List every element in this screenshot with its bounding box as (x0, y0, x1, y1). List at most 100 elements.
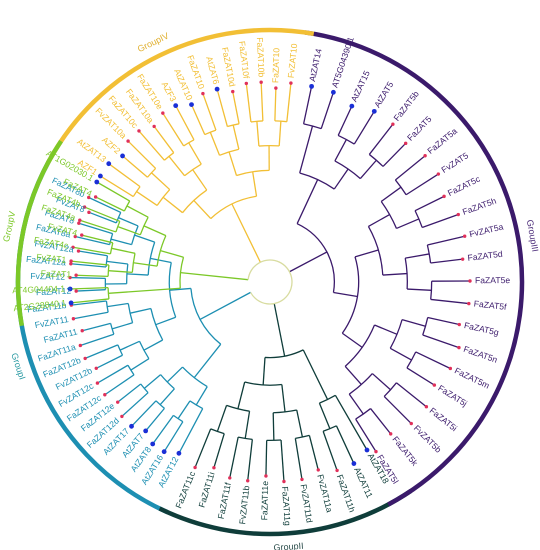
branch (162, 112, 185, 147)
leaf-marker (467, 301, 471, 306)
branch (353, 111, 375, 145)
branch (106, 260, 128, 265)
clade-arc (150, 308, 164, 341)
clade-arc (367, 226, 384, 276)
leaf-label-fazat11f: FaZAT11f (216, 481, 233, 520)
leaf-label-fvzat12: FvZAT12 (30, 271, 65, 282)
leaf-label-fazat11g: FaZAT11g (280, 486, 293, 526)
branch (126, 205, 149, 218)
branch (368, 123, 394, 155)
leaf-label-fazat10b: FaZAT10b (255, 37, 267, 78)
leaf-marker (424, 405, 429, 409)
branch (107, 302, 129, 308)
leaf-label-fazat10: FaZAT10 (270, 48, 281, 84)
leaf-marker (69, 262, 73, 266)
leaf-label-fazat5e: FaZAT5e (475, 275, 510, 285)
branch (80, 333, 115, 347)
branch (159, 388, 175, 406)
branch (79, 219, 117, 233)
branch (389, 347, 412, 361)
clade-arc (184, 163, 202, 177)
branch (229, 437, 239, 479)
clade-arc (173, 414, 184, 423)
leaf-label-fvzat11: FvZAT11 (34, 314, 70, 330)
clade-arc (299, 172, 335, 190)
leaf-marker (80, 233, 84, 237)
branch (88, 211, 117, 224)
branch (371, 373, 391, 391)
branch (244, 411, 251, 439)
leaf-marker (468, 279, 472, 283)
clade-arc (422, 317, 429, 336)
branch (195, 386, 208, 406)
branch (160, 249, 184, 258)
clade-arc (127, 364, 135, 376)
branch (430, 258, 463, 264)
clade-arc (117, 344, 124, 356)
branch (368, 213, 390, 228)
branch (108, 270, 133, 274)
branch (422, 334, 460, 349)
leaf-marker (150, 441, 156, 447)
branch (111, 322, 133, 330)
branch (190, 104, 206, 135)
leaf-label-atzat15: AtZAT15 (349, 69, 372, 104)
branch (163, 421, 184, 453)
branch (272, 412, 275, 441)
branch (95, 196, 125, 212)
branch (344, 365, 362, 385)
leaf-label-atzat5: AtZAT5 (372, 80, 396, 110)
branch (286, 83, 292, 122)
leaf-label-at5g04390-1: AT5G04390.1 (330, 35, 356, 89)
branch (130, 358, 150, 371)
clade-arc (406, 351, 417, 369)
branch (421, 213, 459, 229)
leaf-label-fazat5: FaZAT5 (405, 114, 434, 143)
leaf-marker (93, 195, 98, 199)
branch (78, 250, 108, 257)
leaf-label-atzat14: AtZAT14 (307, 48, 324, 83)
branch (143, 374, 162, 389)
branch (155, 316, 176, 326)
leaf-label-atzat11: AtZAT11 (352, 466, 375, 500)
branch (260, 82, 264, 121)
group-label-groupv: GroupV (1, 210, 17, 242)
clade-arc (127, 303, 134, 323)
leaf-label-fvzat5: FvZAT5 (439, 150, 470, 175)
leaf-marker (69, 259, 73, 263)
branch (262, 357, 266, 386)
clade-arc (368, 153, 384, 167)
leaf-marker (74, 289, 78, 293)
branch (216, 405, 228, 432)
branch (333, 291, 358, 298)
branch (414, 195, 445, 212)
leaf-marker (78, 218, 82, 222)
branch (294, 438, 303, 480)
leaf-marker (126, 139, 130, 143)
group-arcs (15, 27, 525, 537)
branch (308, 435, 319, 471)
branch (382, 142, 407, 167)
branch (213, 433, 225, 468)
branch (177, 400, 191, 419)
branch (100, 175, 134, 198)
branch (131, 400, 157, 427)
clade-arc (341, 256, 360, 334)
tree-branches (70, 82, 471, 482)
leaf-marker (129, 423, 134, 429)
leaf-marker (374, 449, 378, 454)
branch (228, 151, 238, 176)
branch (278, 121, 282, 146)
leaf-marker (77, 221, 81, 225)
leaf-marker (371, 108, 377, 114)
leaf-marker (274, 86, 278, 90)
leaf-label-fazat5d: FaZAT5d (467, 249, 503, 263)
leaf-label-fvzat1: FvZAT1 (36, 252, 67, 265)
branch (110, 238, 132, 246)
leaf-label-fazat11e: FaZAT11e (259, 481, 270, 521)
branch (401, 319, 426, 327)
branch (382, 272, 408, 276)
branch (299, 125, 314, 174)
clade-arc (123, 200, 131, 212)
clade-arc (264, 349, 304, 359)
